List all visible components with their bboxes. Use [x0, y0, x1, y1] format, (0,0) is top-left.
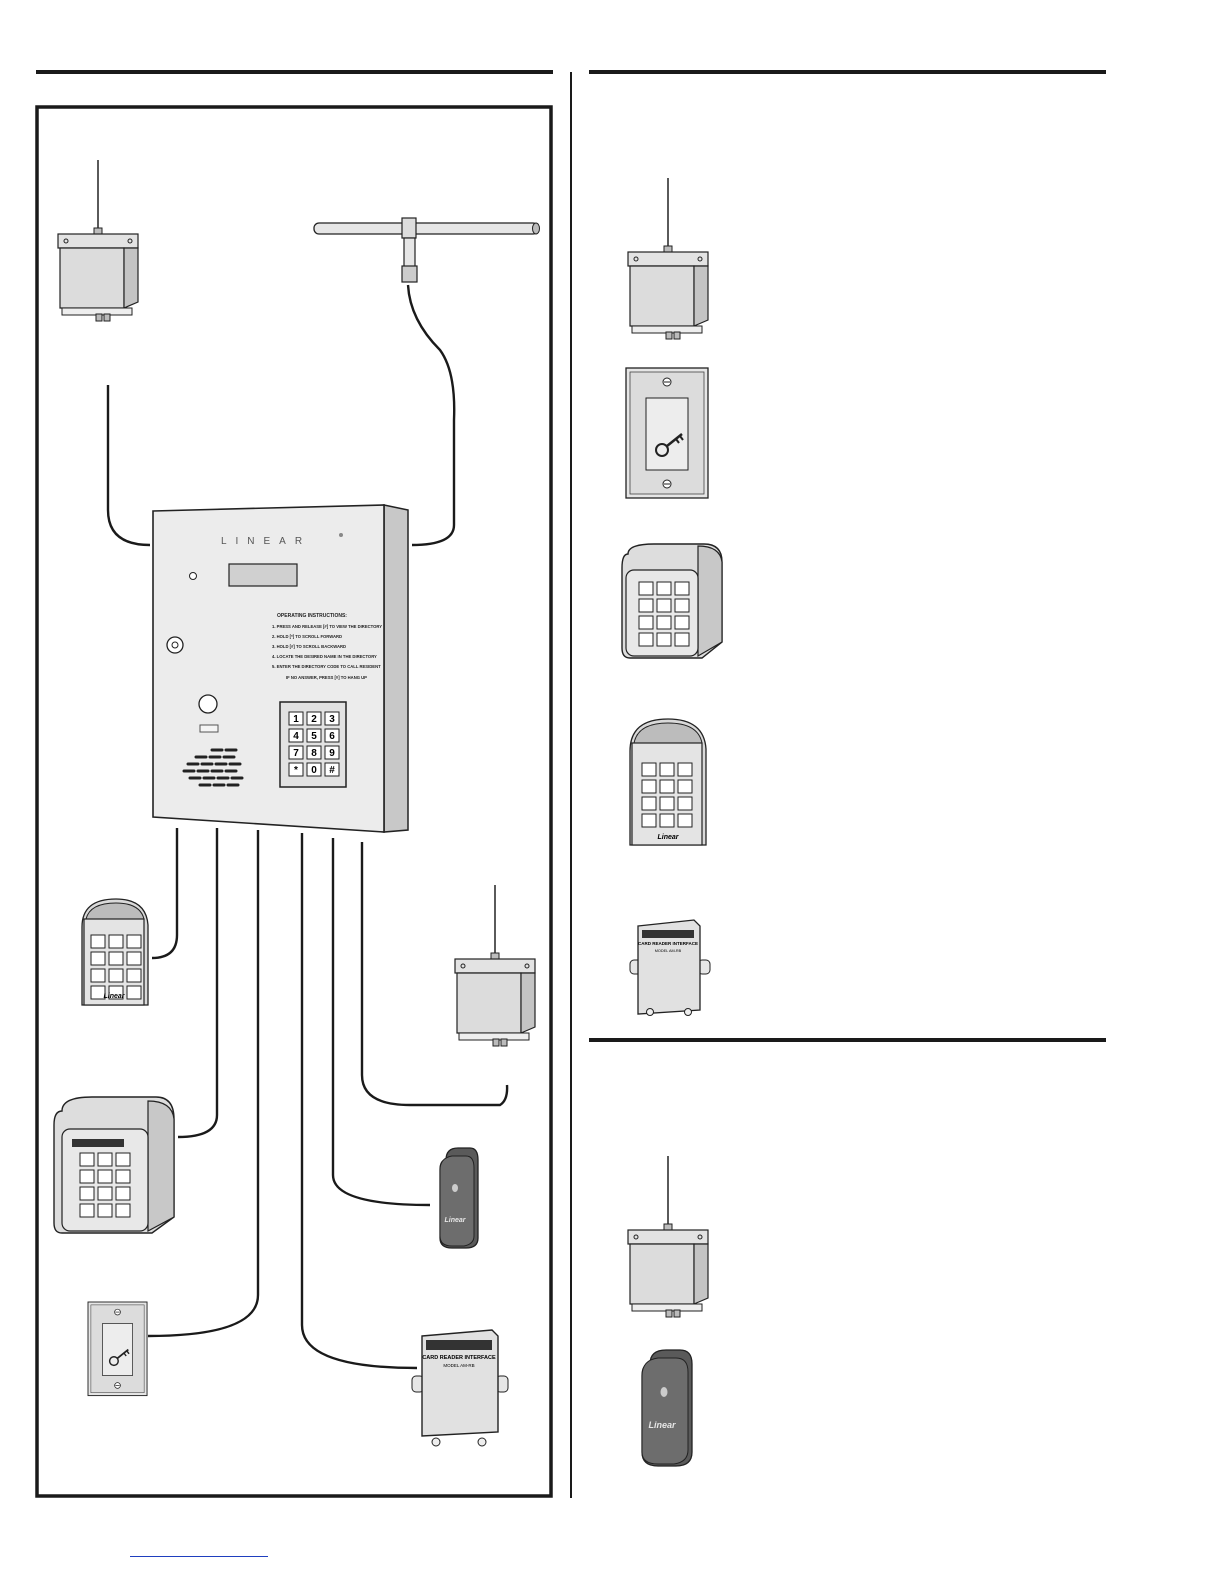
- key-lock-icon: [166, 636, 184, 654]
- key-hash: #: [329, 765, 335, 776]
- proximity-reader-lower: Linear: [641, 1349, 693, 1467]
- card-reader-interface-accessory: CARD READER INTERFACE MODEL AM-RB: [629, 919, 711, 1016]
- key-1: 1: [293, 714, 299, 725]
- intercom-brand: LINEAR: [221, 536, 311, 547]
- prox-brand-left: Linear: [444, 1217, 466, 1224]
- radio-receiver-lower: [627, 1155, 709, 1318]
- prox-brand-lower: Linear: [648, 1420, 676, 1430]
- speaker-grille: [182, 748, 244, 787]
- key-6: 6: [329, 731, 335, 742]
- card-reader-title-accessory: CARD READER INTERFACE: [638, 941, 698, 946]
- heavy-duty-keypad-accessory: [621, 543, 723, 659]
- radio-receiver-top-left: [57, 159, 139, 322]
- heavy-duty-keypad: [53, 1096, 175, 1234]
- instruction-line-1: 1. PRESS AND RELEASE [#] TO VIEW THE DIR…: [272, 624, 382, 629]
- key-9: 9: [329, 748, 335, 759]
- instruction-line-4: 4. LOCATE THE DESIRED NAME IN THE DIRECT…: [272, 654, 377, 659]
- key-2: 2: [311, 714, 317, 725]
- key-4: 4: [293, 731, 299, 742]
- radio-receiver-right: [454, 884, 536, 1047]
- card-reader-title-left: CARD READER INTERFACE: [422, 1355, 496, 1361]
- instruction-line-2: 2. HOLD [*] TO SCROLL FORWARD: [272, 634, 342, 639]
- instructions-title: OPERATING INSTRUCTIONS:: [277, 613, 347, 619]
- key-8: 8: [311, 748, 317, 759]
- proximity-reader-left: Linear: [439, 1147, 479, 1249]
- t-antenna: [313, 217, 540, 283]
- key-switch-accessory: [624, 366, 710, 500]
- lcd-display: [228, 563, 298, 587]
- key-star: *: [294, 765, 298, 776]
- key-switch-left: [87, 1301, 148, 1397]
- card-reader-interface-left: CARD READER INTERFACE MODEL AM-RB: [411, 1329, 509, 1447]
- key-5: 5: [311, 731, 317, 742]
- instruction-line-5: 5. ENTER THE DIRECTORY CODE TO CALL RESI…: [272, 664, 381, 669]
- radio-receiver-accessory: [627, 177, 709, 340]
- keypad-brand-accessory: Linear: [657, 834, 679, 841]
- keypad-brand-left: Linear: [103, 993, 125, 1000]
- instruction-line-6: IF NO ANSWER, PRESS [#] TO HANG UP: [286, 675, 367, 680]
- camera-lens-icon: [198, 694, 218, 714]
- card-reader-model-accessory: MODEL AM-RB: [655, 949, 682, 953]
- key-3: 3: [329, 714, 335, 725]
- telephone-entry-intercom: LINEAR OPERATING INSTRUCTIONS: 1. PRESS …: [152, 504, 409, 833]
- key-0: 0: [311, 765, 317, 776]
- system-diagram-frame: [35, 105, 553, 1498]
- key-7: 7: [293, 748, 299, 759]
- weatherproof-keypad-accessory: Linear: [629, 718, 707, 846]
- instruction-line-3: 3. HOLD [#] TO SCROLL BACKWARD: [272, 644, 346, 649]
- card-reader-model-left: MODEL AM-RB: [443, 1363, 474, 1368]
- footer-link-underline[interactable]: [130, 1556, 268, 1557]
- wiring: [106, 284, 509, 1370]
- weatherproof-keypad-left: Linear: [81, 898, 149, 1006]
